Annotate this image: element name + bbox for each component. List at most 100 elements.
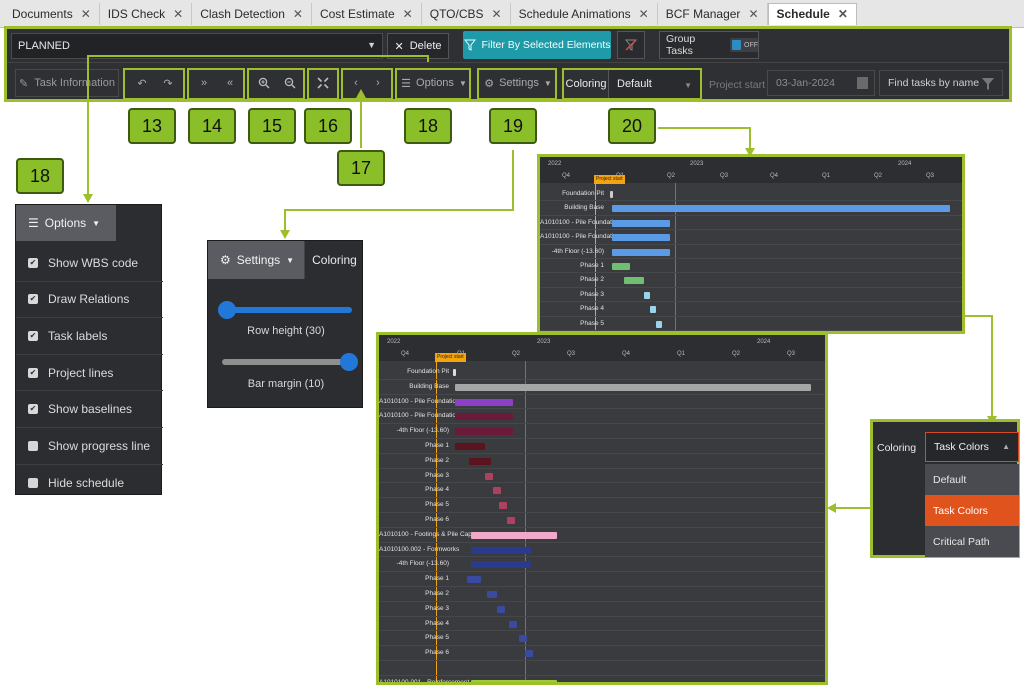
coloring-tab[interactable]: Coloring [304,241,364,279]
option-show-baselines[interactable]: ✔Show baselines [16,391,163,428]
gantt-row[interactable]: Phase 4 [540,302,962,317]
gantt-row[interactable]: Building Base [540,201,962,216]
task-bar[interactable] [471,531,557,539]
collapse-all-icon[interactable]: « [226,77,234,89]
tab-schedule-animations[interactable]: Schedule Animations✕ [511,2,658,25]
undo-icon[interactable]: ↶ [137,77,147,90]
task-bar[interactable] [612,234,670,242]
task-bar[interactable] [509,620,517,628]
task-bar[interactable] [650,306,656,314]
tab-clash-detection[interactable]: Clash Detection✕ [192,2,312,25]
task-bar[interactable] [455,383,811,391]
close-icon[interactable]: ✕ [80,6,91,21]
gantt-row[interactable]: Phase 2 [540,273,962,288]
task-information-button[interactable]: ✎ Task Information [15,69,119,97]
task-bar[interactable] [471,561,531,569]
checkbox-unchecked-icon[interactable] [28,477,38,488]
gantt-row[interactable]: Phase 5 [379,631,825,647]
coloring-option-default[interactable]: Default [933,473,967,486]
project-start-date-input[interactable]: 03-Jan-2024 [767,70,875,96]
gantt-row[interactable]: Phase 2 [379,587,825,602]
task-bar[interactable] [525,650,533,658]
slider-thumb[interactable] [218,301,236,319]
task-bar[interactable] [487,591,497,598]
task-bar[interactable] [455,443,485,450]
gantt-row[interactable]: Phase 3 [540,288,962,303]
gantt-row[interactable]: Foundation Pit [379,365,825,380]
gantt-row[interactable]: Phase 1 [379,439,825,454]
bar-margin-slider[interactable] [222,353,358,371]
coloring-select[interactable]: Default ▼ [609,70,700,98]
task-bar[interactable] [453,369,456,376]
gantt-row[interactable]: A1010100 - Footings & Pile Caps [379,528,825,543]
task-bar[interactable] [455,398,513,406]
gantt-row[interactable]: Phase 1 [379,572,825,587]
task-bar[interactable] [471,679,557,682]
coloring-option-task-colors[interactable]: Task Colors [925,495,1019,526]
slider-thumb[interactable] [340,353,358,371]
filter-icon[interactable] [982,78,994,90]
tab-documents[interactable]: Documents✕ [4,2,100,25]
zoom-in-icon[interactable] [253,69,275,97]
option-show-wbs-code[interactable]: ✔Show WBS code [16,245,163,282]
task-bar[interactable] [624,277,644,285]
tab-bcf-manager[interactable]: BCF Manager✕ [658,2,768,25]
gantt-row[interactable]: A1010100 - Pile Foundations [540,230,962,245]
gantt-row[interactable]: Phase 6 [379,646,825,661]
close-icon[interactable]: ✕ [491,6,502,21]
tab-cost-estimate[interactable]: Cost Estimate✕ [312,2,422,25]
task-bar[interactable] [485,472,493,480]
options-button[interactable]: ☰ Options ▼ [16,205,116,241]
option-project-lines[interactable]: ✔Project lines [16,355,163,392]
tab-qto-cbs[interactable]: QTO/CBS✕ [422,2,511,25]
gantt-row[interactable]: A1010100 - Pile Foundations [379,395,825,410]
coloring-option-critical-path[interactable]: Critical Path [933,535,990,548]
gantt-row[interactable]: Phase 2 [379,454,825,469]
close-icon[interactable]: ✕ [292,6,303,21]
task-bar[interactable] [656,320,662,328]
checkbox-checked-icon[interactable]: ✔ [28,294,38,305]
fit-to-screen-icon[interactable] [312,69,334,97]
task-bar[interactable] [519,635,527,643]
find-tasks-input[interactable]: Find tasks by name [879,70,1003,96]
gantt-row[interactable]: A1010100.002 - Formworks [379,543,825,558]
task-bar[interactable] [469,457,491,465]
gantt-row[interactable]: Phase 3 [379,469,825,484]
task-bar[interactable] [610,191,613,198]
chevron-right-icon[interactable]: › [376,77,380,89]
zoom-out-icon[interactable] [279,69,301,97]
calendar-icon[interactable] [857,77,868,89]
checkbox-checked-icon[interactable]: ✔ [28,404,38,415]
gantt-row[interactable]: Foundation Pit [540,187,962,202]
settings-button[interactable]: ⚙ Settings ▼ [208,241,304,279]
checkbox-checked-icon[interactable]: ✔ [28,257,38,268]
tab-schedule[interactable]: Schedule✕ [767,2,857,25]
expand-all-icon[interactable]: » [200,77,208,89]
close-icon[interactable]: ✕ [638,6,649,21]
close-icon[interactable]: ✕ [748,6,759,21]
redo-icon[interactable]: ↷ [163,77,173,90]
gantt-row[interactable] [379,661,825,676]
task-bar[interactable] [612,219,670,227]
options-button[interactable]: ☰ Options ▼ [399,69,469,97]
task-bar[interactable] [499,502,507,510]
filter-by-selected-button[interactable]: Filter By Selected Elements [463,31,611,59]
task-bar[interactable] [612,248,670,256]
gantt-row[interactable]: -4th Floor (-13.60) [379,557,825,573]
gantt-row[interactable]: A1010100 - Pile Foundations [379,409,825,425]
option-hide-schedule[interactable]: Hide schedule [16,465,163,502]
task-bar[interactable] [493,487,501,495]
close-icon[interactable]: ✕ [402,6,413,21]
group-tasks-toggle[interactable]: Group Tasks OFF [659,31,759,59]
gantt-row[interactable]: A1010100.001 - Reinforcement [379,676,825,682]
chevron-left-icon[interactable]: ‹ [354,77,358,89]
option-show-progress-line[interactable]: Show progress line [16,428,163,465]
checkbox-checked-icon[interactable]: ✔ [28,330,38,341]
task-bar[interactable] [644,291,650,299]
toggle-switch[interactable]: OFF [730,38,758,52]
row-height-slider[interactable] [218,301,352,319]
close-icon[interactable]: ✕ [837,7,848,21]
checkbox-checked-icon[interactable]: ✔ [28,367,38,378]
gantt-row[interactable]: Phase 4 [379,483,825,499]
schedule-select[interactable]: PLANNED ▼ [11,33,383,59]
